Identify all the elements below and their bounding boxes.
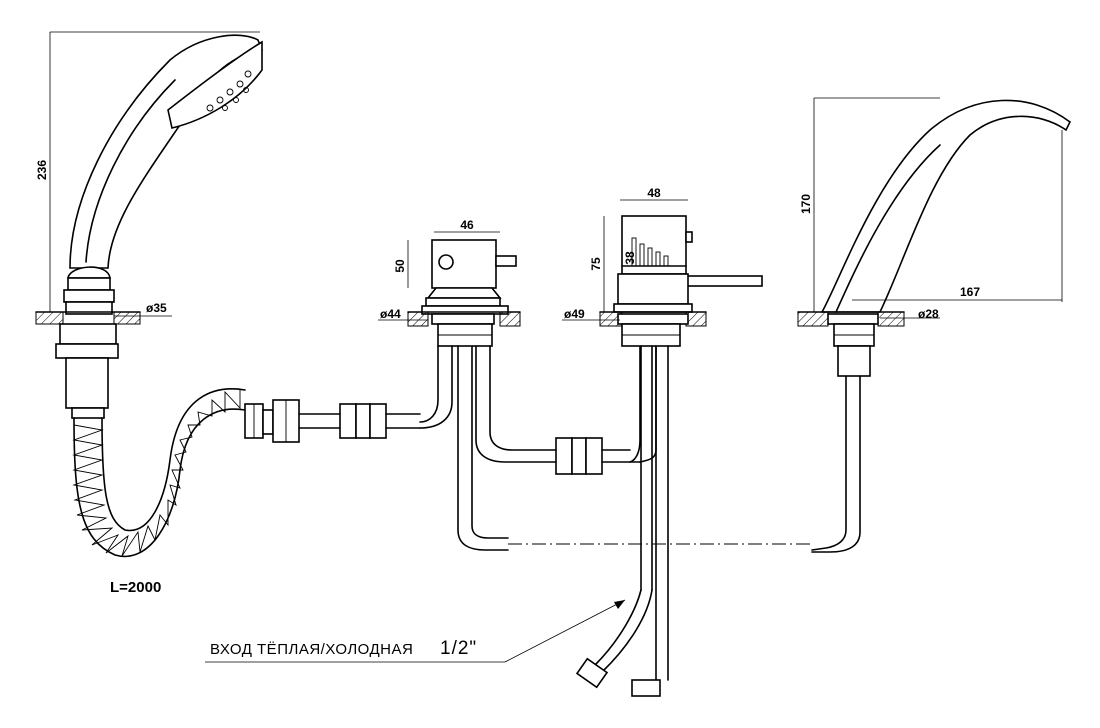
dim-handshower-height: 236 [35, 160, 49, 180]
inlet-label: ВХОД ТЁПЛАЯ/ХОЛОДНАЯ [210, 641, 413, 658]
dim-spout-height: 170 [799, 194, 813, 214]
dim-mixer-inner: 38 [623, 251, 637, 265]
inlet-size: 1/2" [440, 638, 477, 659]
dim-mixer-base-dia: ø49 [564, 307, 585, 321]
dim-diverter-height: 50 [393, 259, 407, 273]
hand-shower-assembly: 236 ø35 L=2000 [35, 31, 421, 596]
connector-fitting [555, 437, 641, 475]
inlet-caption: ВХОД ТЁПЛАЯ/ХОЛОДНАЯ 1/2" [205, 599, 626, 663]
shower-nozzles [206, 70, 252, 112]
dim-hose-length: L=2000 [110, 579, 161, 596]
dim-handshower-base-dia: ø35 [146, 301, 167, 315]
dim-spout-base-dia: ø28 [918, 307, 939, 321]
hose-corrugation [72, 390, 241, 557]
dim-mixer-height: 75 [589, 257, 603, 271]
dim-mixer-width: 48 [647, 186, 661, 200]
mixer-assembly: 48 75 38 ø49 [562, 186, 763, 697]
dim-spout-reach: 167 [960, 285, 980, 299]
diverter-assembly: 46 50 ø44 [378, 218, 557, 551]
spout-assembly: 170 167 ø28 [797, 97, 1072, 553]
dim-diverter-width: 46 [460, 218, 474, 232]
dim-diverter-base-dia: ø44 [380, 307, 401, 321]
